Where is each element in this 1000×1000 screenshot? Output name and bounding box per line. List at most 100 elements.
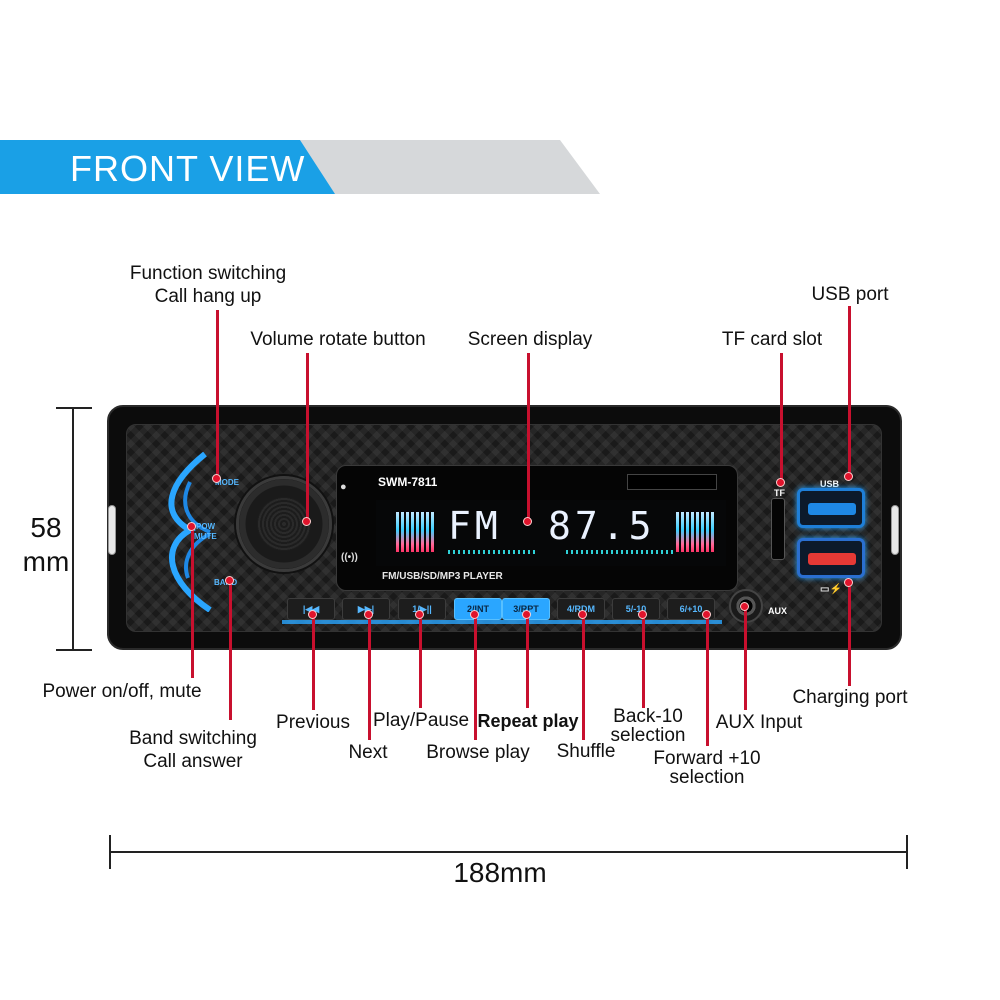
width-dimension-label: 188mm	[453, 857, 547, 888]
lead-usb	[848, 306, 851, 476]
lead-play	[419, 614, 422, 708]
lead-back10	[642, 614, 645, 708]
aux-label: AUX	[768, 606, 788, 616]
left-equalizer-bars	[396, 512, 436, 552]
lead-dot-aux	[740, 602, 749, 611]
lead-screen	[527, 353, 530, 521]
right-side-tab	[891, 505, 899, 555]
lead-dot-repeat	[522, 610, 531, 619]
lead-repeat	[526, 614, 529, 708]
label-play-pause: Play/Pause	[372, 710, 470, 731]
lead-dot-back10	[638, 610, 647, 619]
lead-dot-shuffle	[578, 610, 587, 619]
height-label-unit: mm	[22, 546, 70, 577]
width-dimension-line	[110, 851, 907, 853]
microphone-icon: ●	[340, 481, 347, 493]
label-volume-rotate: Volume rotate button	[250, 329, 426, 350]
lead-volume	[306, 353, 309, 521]
lead-dot-volume	[302, 517, 311, 526]
back-10-button[interactable]: 5/-10	[612, 598, 660, 620]
height-dimension-bottom-cap	[56, 649, 92, 651]
label-function-switching: Function switching Call hang up	[112, 262, 304, 308]
height-label-value: 58	[30, 512, 62, 543]
label-forward-10-line1: Forward +10	[653, 748, 761, 769]
width-dimension-right-cap	[906, 835, 908, 869]
label-power-mute: Power on/off, mute	[42, 681, 202, 702]
label-aux-input: AUX Input	[715, 712, 803, 733]
height-dimension-label: 58 mm	[14, 511, 78, 579]
usb-label: USB	[820, 479, 840, 489]
label-function-switching-line1: Function switching	[129, 263, 287, 284]
pow-label: POW	[196, 522, 216, 531]
lead-band	[229, 580, 232, 720]
label-call-hang-up: Call hang up	[154, 286, 262, 307]
label-back-10-line2: selection	[610, 725, 686, 746]
next-button[interactable]: ▶▶|	[342, 598, 390, 620]
shuffle-button[interactable]: 4/RDM	[557, 598, 605, 620]
label-band-switching: Band switching Call answer	[114, 727, 272, 773]
lead-charging	[848, 582, 851, 686]
label-forward-10-line2: selection	[669, 767, 745, 788]
lead-dot-usb	[844, 472, 853, 481]
left-side-tab	[108, 505, 116, 555]
charging-port[interactable]	[797, 538, 865, 578]
player-label: FM/USB/SD/MP3 PLAYER	[382, 571, 503, 582]
label-tf-card-slot: TF card slot	[721, 329, 823, 350]
lead-previous	[312, 614, 315, 710]
label-usb-port: USB port	[811, 284, 889, 305]
page-title: FRONT VIEW	[70, 148, 306, 189]
lead-dot-play	[415, 610, 424, 619]
label-next: Next	[348, 742, 388, 763]
lcd-dot-row-left	[448, 550, 538, 554]
charging-port-insert	[808, 553, 856, 565]
label-band-switching-line1: Band switching	[129, 728, 257, 749]
height-dimension-line	[72, 407, 74, 650]
lead-dot-tf	[776, 478, 785, 487]
label-screen-display: Screen display	[467, 329, 593, 350]
ir-window	[627, 474, 717, 490]
blue-led-strip	[282, 620, 722, 624]
label-browse-play: Browse play	[426, 742, 530, 763]
tf-card-slot[interactable]	[771, 498, 785, 560]
lcd-band: FM	[448, 504, 502, 548]
lead-dot-charging	[844, 578, 853, 587]
height-dimension-top-cap	[56, 407, 92, 409]
lead-dot-previous	[308, 610, 317, 619]
usb-port-insert	[808, 503, 856, 515]
battery-icon: ▭⚡	[820, 584, 842, 595]
mode-button[interactable]: MODE	[215, 478, 239, 487]
lead-mode	[216, 310, 219, 478]
label-call-answer: Call answer	[143, 751, 243, 772]
lead-power	[191, 526, 194, 678]
bluetooth-icon: ((•))	[341, 552, 358, 563]
label-back-10-line1: Back-10	[613, 706, 683, 727]
previous-button[interactable]: |◀◀	[287, 598, 335, 620]
mute-label: MUTE	[194, 532, 217, 541]
usb-port[interactable]	[797, 488, 865, 528]
browse-play-button[interactable]: 2/INT	[454, 598, 502, 620]
lead-dot-power	[187, 522, 196, 531]
model-label: SWM-7811	[378, 475, 438, 489]
label-shuffle: Shuffle	[556, 741, 616, 762]
header-banner: FRONT VIEW	[0, 140, 600, 194]
lead-dot-screen	[523, 517, 532, 526]
lead-dot-band	[225, 576, 234, 585]
label-back-10: Back-10 selection	[596, 707, 700, 745]
lead-next	[368, 614, 371, 740]
tf-label: TF	[774, 488, 785, 498]
lead-dot-browse	[470, 610, 479, 619]
lcd-frequency: 87.5	[548, 504, 656, 548]
play-pause-button[interactable]: 1/▶||	[398, 598, 446, 620]
lead-dot-next	[364, 610, 373, 619]
lead-aux	[744, 606, 747, 710]
right-equalizer-bars	[676, 512, 716, 552]
label-forward-10: Forward +10 selection	[640, 749, 774, 787]
label-repeat-play: Repeat play	[477, 711, 579, 731]
lead-browse	[474, 614, 477, 740]
lcd-dot-row-right	[566, 550, 676, 554]
label-previous: Previous	[276, 712, 350, 733]
lead-shuffle	[582, 614, 585, 740]
lead-tf	[780, 353, 783, 481]
lead-forward10	[706, 614, 709, 746]
lead-dot-forward10	[702, 610, 711, 619]
